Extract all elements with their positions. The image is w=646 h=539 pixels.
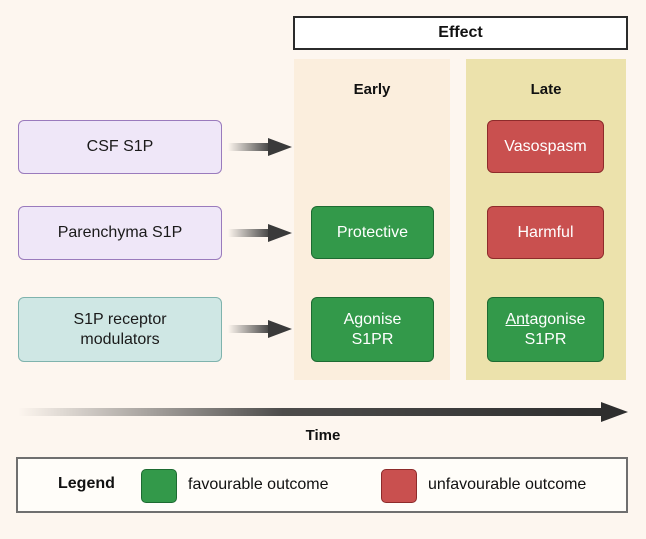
source-label-s1p-receptor-modulators: S1P receptor modulators — [73, 310, 166, 349]
outcome-label-antagonise-s1pr: Antagonise S1PR — [505, 310, 585, 348]
source-label-line1: S1P receptor — [73, 310, 167, 328]
source-box-s1p-receptor-modulators: S1P receptor modulators — [18, 297, 222, 362]
outcome-box-vasospasm: Vasospasm — [487, 120, 604, 173]
outcome-box-harmful: Harmful — [487, 206, 604, 259]
time-arrow-icon — [18, 402, 628, 422]
outcome-label-line2: S1PR — [351, 330, 394, 348]
source-box-csf-s1p: CSF S1P — [18, 120, 222, 174]
outcome-label-line1: Agonise — [343, 311, 402, 329]
outcome-label-suffix: agonise — [529, 311, 586, 329]
legend-label-favourable: favourable outcome — [188, 476, 329, 493]
legend-title: Legend — [58, 475, 115, 492]
outcome-label-vasospasm: Vasospasm — [504, 137, 587, 155]
outcome-label-protective: Protective — [336, 223, 409, 241]
column-header-late: Late — [530, 80, 562, 98]
outcome-label-agonise-s1pr: Agonise S1PR — [344, 310, 402, 348]
outcome-label-line2: S1PR — [524, 330, 567, 348]
column-header-early: Early — [353, 80, 391, 98]
outcome-box-antagonise-s1pr: Antagonise S1PR — [487, 297, 604, 362]
outcome-label-prefix-underlined: Ant — [505, 311, 530, 329]
flow-arrow-icon — [228, 138, 292, 156]
source-label-parenchyma-s1p: Parenchyma S1P — [57, 224, 183, 242]
flow-arrow-icon — [228, 224, 292, 242]
outcome-label-harmful: Harmful — [517, 223, 574, 241]
legend-label-unfavourable: unfavourable outcome — [428, 476, 587, 493]
source-box-parenchyma-s1p: Parenchyma S1P — [18, 206, 222, 260]
legend-swatch-favourable — [141, 469, 177, 503]
outcome-box-protective: Protective — [311, 206, 434, 259]
source-label-csf-s1p: CSF S1P — [86, 138, 154, 156]
source-label-line2: modulators — [80, 330, 160, 348]
legend-panel — [16, 457, 628, 513]
flow-arrow-icon — [228, 320, 292, 338]
time-axis-label: Time — [305, 427, 341, 444]
outcome-box-agonise-s1pr: Agonise S1PR — [311, 297, 434, 362]
effect-header: Effect — [293, 16, 628, 50]
legend-swatch-unfavourable — [381, 469, 417, 503]
